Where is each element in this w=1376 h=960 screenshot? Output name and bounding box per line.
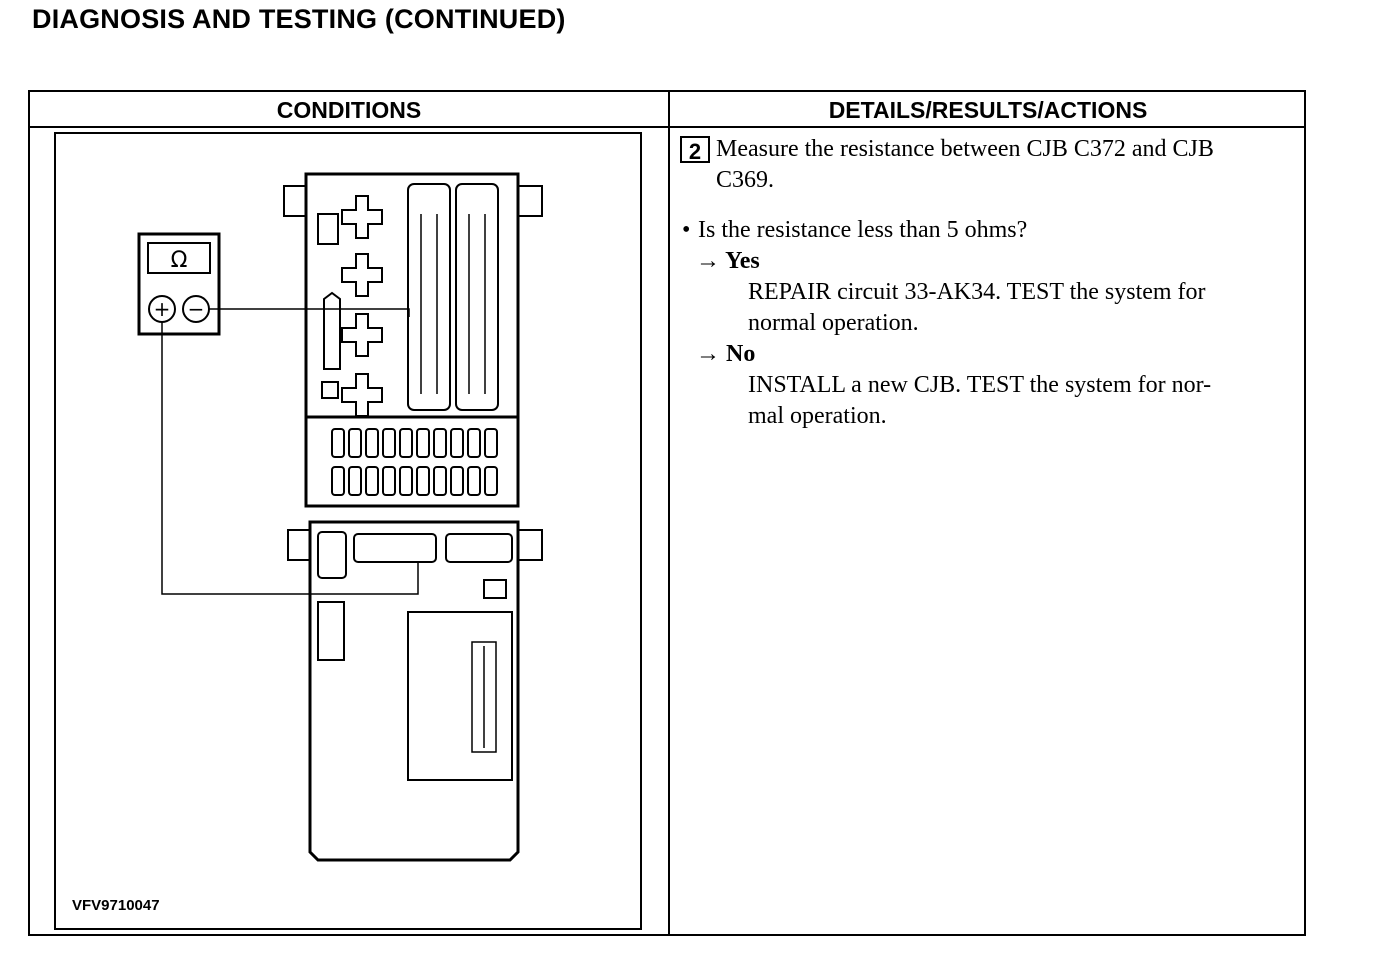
ohmmeter-icon: Ω + − bbox=[137, 232, 221, 336]
connector-block-icon bbox=[287, 520, 543, 862]
yes-action-line-2: normal operation. bbox=[748, 310, 919, 336]
step-instruction: 2 Measure the resistance between CJB C37… bbox=[680, 134, 1300, 196]
step-number: 2 bbox=[680, 136, 710, 164]
ohm-symbol: Ω bbox=[171, 248, 188, 273]
minus-terminal: − bbox=[188, 297, 205, 321]
positive-test-lead bbox=[161, 322, 419, 595]
question-text: Is the resistance less than 5 ohms? bbox=[698, 217, 1028, 243]
question-bullet: • bbox=[682, 217, 691, 243]
no-arrow-icon: → bbox=[696, 341, 720, 367]
yes-arrow-icon: → bbox=[696, 248, 720, 274]
step-question: • Is the resistance less than 5 ohms? bbox=[680, 215, 1300, 246]
fuse-junction-box-icon bbox=[283, 172, 543, 508]
no-answer: → No bbox=[680, 339, 1300, 370]
yes-label: Yes bbox=[725, 248, 760, 274]
step-details: 2 Measure the resistance between CJB C37… bbox=[680, 134, 1300, 432]
wiring-diagram: Ω + − bbox=[137, 172, 543, 862]
no-action-line-2: mal operation. bbox=[748, 403, 887, 429]
column-divider bbox=[668, 92, 670, 934]
conditions-header: CONDITIONS bbox=[276, 97, 422, 123]
negative-test-lead bbox=[209, 308, 410, 317]
header-divider bbox=[30, 126, 1304, 128]
instruction-line-1: Measure the resistance between CJB C372 … bbox=[716, 136, 1214, 162]
no-action-line-1: INSTALL a new CJB. TEST the system for n… bbox=[748, 372, 1212, 398]
figure-id: VFV9710047 bbox=[72, 897, 160, 914]
details-results-actions-header: DETAILS/RESULTS/ACTIONS bbox=[828, 97, 1148, 123]
plus-terminal: + bbox=[154, 297, 171, 321]
instruction-line-2: C369. bbox=[716, 167, 775, 193]
conditions-figure: Ω + − bbox=[54, 132, 642, 930]
diagnosis-table: CONDITIONS DETAILS/RESULTS/ACTIONS Ω + − bbox=[28, 90, 1306, 936]
no-label: No bbox=[726, 341, 756, 367]
page-title: DIAGNOSIS AND TESTING (CONTINUED) bbox=[32, 4, 566, 34]
yes-action-line-1: REPAIR circuit 33-AK34. TEST the system … bbox=[748, 279, 1206, 305]
yes-answer: → Yes bbox=[680, 246, 1300, 277]
